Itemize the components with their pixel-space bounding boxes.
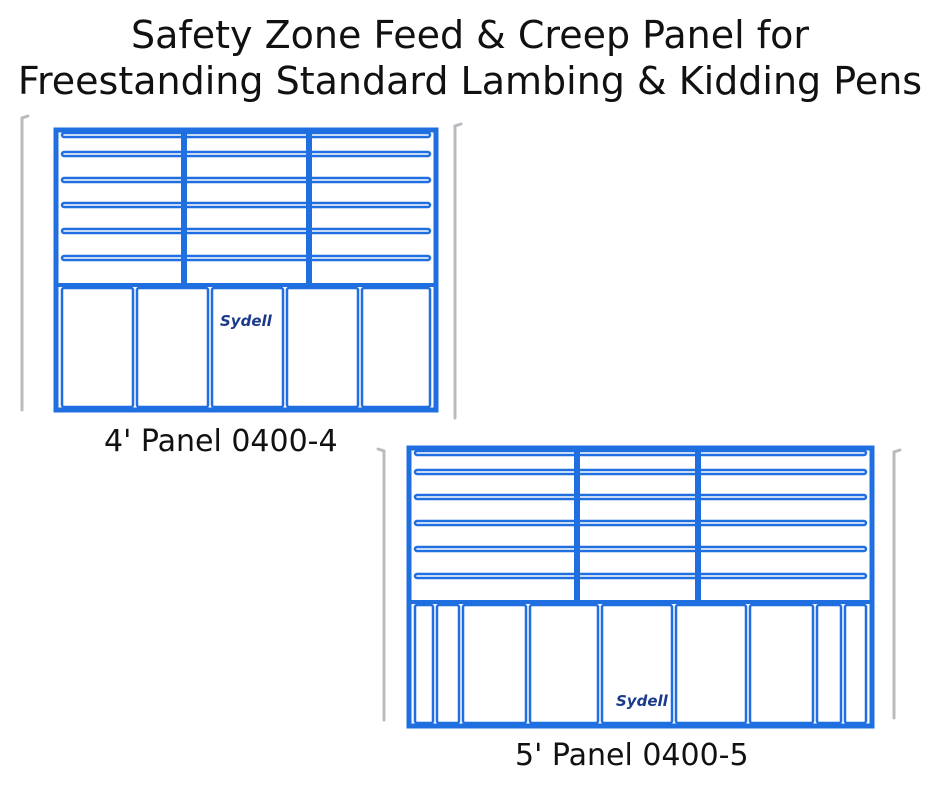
panel-creep-opening <box>674 603 748 725</box>
panel-creep-opening <box>285 286 360 409</box>
panel-creep-opening <box>135 286 210 409</box>
panel-creep-opening <box>435 603 461 725</box>
panel-rail <box>60 176 432 184</box>
support-rod <box>453 122 463 420</box>
panel-creep-opening <box>600 603 674 725</box>
page-title: Safety Zone Feed & Creep Panel for Frees… <box>0 12 940 104</box>
support-rod <box>376 447 386 722</box>
support-rod <box>892 448 902 720</box>
panel-rail <box>413 449 868 457</box>
sydell-logo: Sydell <box>220 312 273 330</box>
panel-rail <box>413 519 868 527</box>
panel-rail <box>413 572 868 580</box>
panel-5-caption: 5' Panel 0400-5 <box>515 738 749 773</box>
panel-frame <box>53 127 439 413</box>
panel-creep-opening <box>413 603 435 725</box>
support-rod <box>20 114 30 412</box>
title-line-2: Freestanding Standard Lambing & Kidding … <box>17 59 923 103</box>
panel-creep-opening <box>748 603 815 725</box>
panel-creep-opening <box>60 286 135 409</box>
panel-4-caption: 4' Panel 0400-4 <box>104 424 338 459</box>
panel-creep-opening <box>528 603 600 725</box>
title-line-1: Safety Zone Feed & Creep Panel for <box>130 13 810 57</box>
panel-creep-opening <box>461 603 528 725</box>
panel-rail <box>60 254 432 262</box>
panel-rail <box>60 201 432 209</box>
panel-rail <box>413 545 868 553</box>
panel-creep-opening <box>210 286 285 409</box>
sydell-logo: Sydell <box>616 692 669 710</box>
panel-frame <box>406 445 875 729</box>
panel-creep-opening <box>843 603 868 725</box>
panel-rail <box>60 150 432 158</box>
panel-rail <box>413 493 868 501</box>
panel-creep-opening <box>815 603 843 725</box>
panel-creep-opening <box>360 286 432 409</box>
panel-rail <box>60 131 432 139</box>
panel-rail <box>413 468 868 476</box>
panel-rail <box>60 227 432 235</box>
